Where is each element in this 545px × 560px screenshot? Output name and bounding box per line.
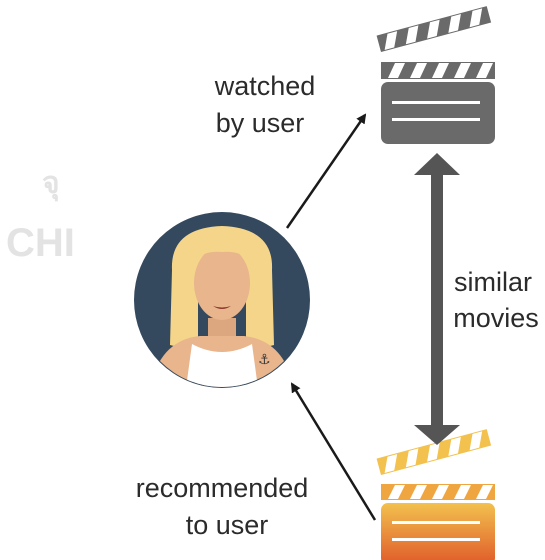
watched-movie-clapperboard-icon: [376, 6, 495, 144]
similar-double-arrow: [414, 153, 460, 445]
watched-arrow: [285, 113, 367, 229]
similar-label-line1: similar: [454, 267, 532, 297]
watermark-text: CHI: [6, 221, 75, 265]
watermark: จุ CHI: [6, 167, 75, 265]
recommended-label-line2: to user: [186, 510, 269, 540]
watermark-glyph: จุ: [42, 167, 60, 202]
user-avatar-icon: ⚓: [134, 212, 310, 388]
similar-label-line2: movies: [453, 303, 539, 333]
recommended-arrow: [290, 382, 377, 521]
watched-label-line2: by user: [216, 108, 305, 138]
watched-label-line1: watched: [214, 71, 316, 101]
recommended-movie-clapperboard-icon: [376, 429, 495, 560]
recommended-label-line1: recommended: [136, 473, 309, 503]
svg-text:⚓: ⚓: [258, 352, 271, 368]
